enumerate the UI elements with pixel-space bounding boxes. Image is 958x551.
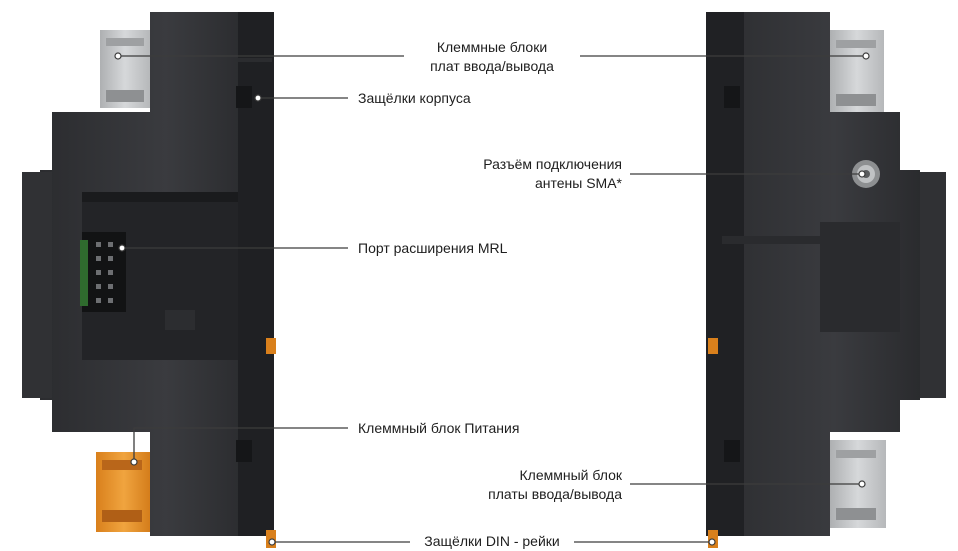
left-mrl-connector bbox=[82, 232, 126, 312]
label-io-terminal-blocks: Клеммные блоки плат ввода/вывода bbox=[412, 38, 572, 76]
right-housing-body bbox=[706, 12, 920, 536]
label-sma-connector: Разъём подключения антены SMA* bbox=[430, 155, 622, 193]
right-device bbox=[706, 12, 946, 548]
label-io-terminal-blocks-line1: Клеммные блоки bbox=[436, 39, 548, 55]
label-din-latches: Защёлки DIN - рейки bbox=[424, 533, 560, 549]
label-io-single-line1: Клеммный блок bbox=[519, 467, 623, 483]
left-latch-top bbox=[236, 86, 252, 108]
label-case-latches: Защёлки корпуса bbox=[358, 90, 471, 106]
label-mrl-port: Порт расширения MRL bbox=[358, 240, 508, 256]
label-sma-line2: антены SMA* bbox=[534, 175, 622, 191]
label-power-terminal-block: Клеммный блок Питания bbox=[358, 420, 520, 436]
label-io-terminal-blocks-line2: плат ввода/вывода bbox=[430, 58, 554, 74]
leader-endpoints bbox=[114, 52, 870, 546]
leader-power bbox=[133, 427, 348, 462]
label-sma-line1: Разъём подключения bbox=[483, 156, 622, 172]
label-io-single-line2: платы ввода/вывода bbox=[488, 486, 622, 502]
left-latch-bottom bbox=[236, 440, 252, 462]
leader-lines bbox=[118, 55, 866, 543]
label-io-terminal-block-single: Клеммный блок платы ввода/вывода bbox=[422, 466, 622, 504]
left-device bbox=[22, 12, 276, 548]
